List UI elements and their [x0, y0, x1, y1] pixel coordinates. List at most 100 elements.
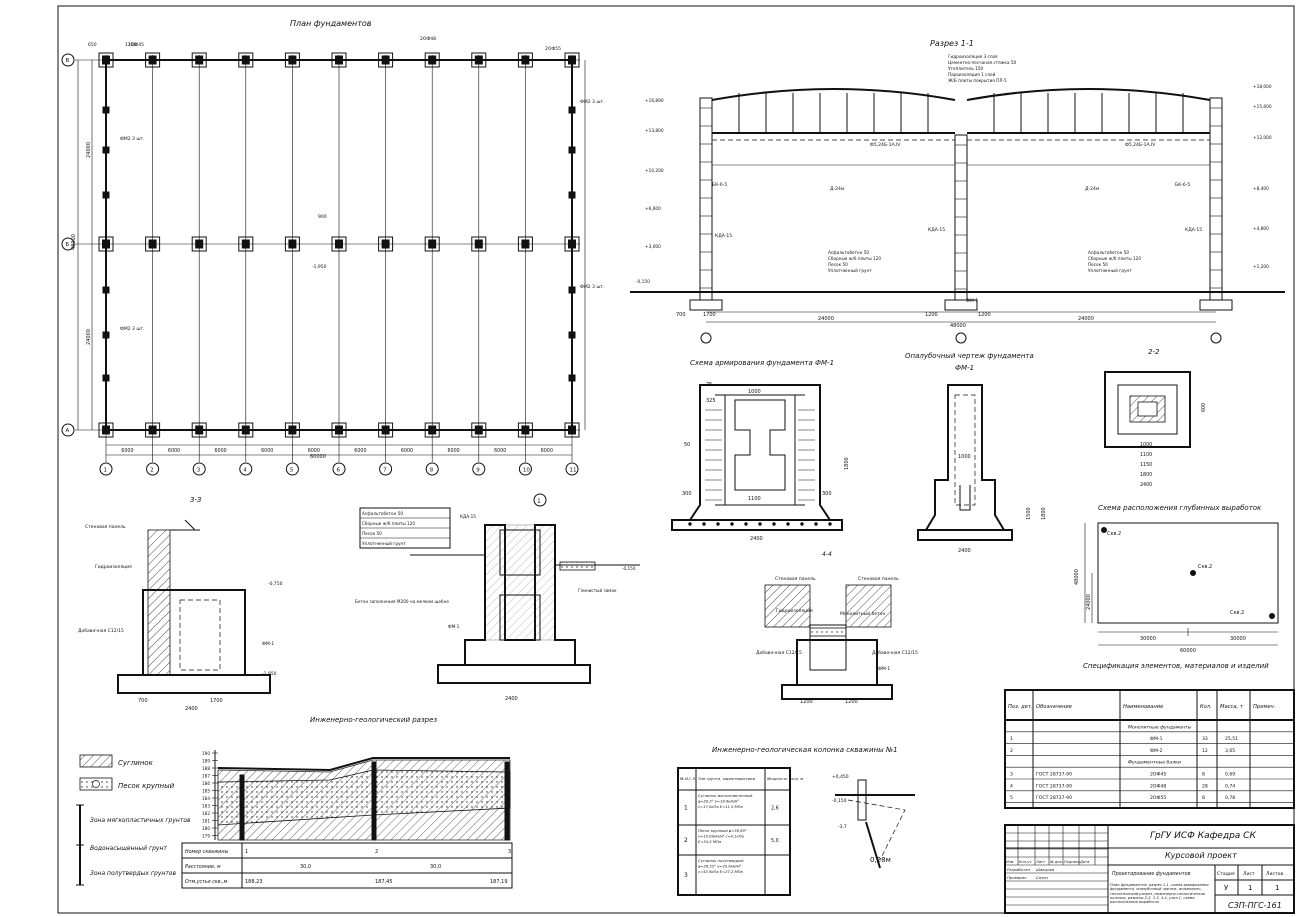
reinf-dim-300-left: 300 — [682, 491, 692, 497]
stamp-content: План фундаментов, разрез 1-1, схема арми… — [1110, 883, 1209, 905]
mark-left-4: +6,600 — [645, 206, 661, 212]
plan-span-label: 6000 — [354, 448, 366, 454]
plan-half-width-top: 24000 — [86, 142, 92, 158]
section-foundation — [944, 299, 978, 311]
span-label-left: Д-24м — [830, 186, 844, 192]
truss-label-right: Ф5,24Б-1А.IV — [1125, 142, 1156, 148]
node-layer-2: Сборные ж/б плиты 120 — [362, 521, 415, 526]
plan-span-label: 6000 — [401, 448, 413, 454]
floor-layer-2-left: Сборные ж/б плиты 120 — [828, 256, 881, 261]
s22-dim-600: 600 — [1201, 403, 1207, 412]
plan-span-label: 6000 — [215, 448, 227, 454]
spec-header-cell: Обозначение — [1036, 704, 1072, 710]
borehole-3-label: Скв.2 — [1230, 610, 1244, 616]
plan-span-label: 6000 — [168, 448, 180, 454]
formwork-drawing: Опалубочный чертеж фундамента ФМ-1 2400 … — [905, 352, 1047, 554]
section-1-1: Разрез 1-1 Гидроизоляция 3 слоя Цементно… — [630, 39, 1285, 344]
spec-name: ФМ-1 — [1150, 736, 1163, 742]
geo-scale-label: 179 — [202, 833, 210, 838]
section-3-3-title: 3-3 — [190, 496, 201, 504]
mark-left-2: +13,800 — [645, 128, 664, 134]
sec-axis-bubble — [1210, 332, 1222, 344]
plan-axis-label: 11 — [570, 468, 577, 474]
beam-label-right: БК-6-5 — [1175, 182, 1190, 188]
geo-col-layer-number: 3 — [684, 872, 688, 879]
stamp-sheets: 1 — [1275, 884, 1279, 892]
node-dim-2400: 2400 — [505, 696, 518, 702]
borehole-dim-60000: 60000 — [1180, 648, 1196, 654]
plan-axis-bubble — [425, 462, 439, 476]
stamp-sheets-header: Листов — [1266, 871, 1283, 877]
spec-pos: 2 — [1010, 748, 1013, 754]
s44-additive-left: Добавочная С12/15 — [756, 650, 802, 656]
mark-right-1: +18,000 — [1253, 84, 1272, 90]
node-1: 1 Асфальтобетон 50 Сборные ж/б плиты 120… — [355, 493, 640, 702]
node-layer-4: Уплотненный грунт — [362, 541, 406, 546]
stamp-name: Шавцова — [1036, 867, 1055, 872]
sec-axis-bubble — [700, 332, 712, 344]
fm-label-mid: ФМ-1 — [966, 298, 978, 304]
geo-scale-label: 189 — [202, 758, 210, 763]
section-4-4-title: 4-4 — [822, 551, 832, 558]
spec-qty: 12 — [1202, 748, 1208, 754]
spec-pos: 1 — [1010, 736, 1013, 742]
geo-col-layer-number: 1 — [684, 805, 688, 812]
plan-axis-label: 1 — [104, 468, 108, 474]
geo-col-thickness: 5,0 — [771, 838, 779, 844]
geo-well-distance: 30,0 — [430, 864, 441, 870]
borehole-1-label: Скв.2 — [1107, 531, 1121, 537]
stamp-role: Разработал — [1007, 867, 1031, 872]
truss-top-chord — [966, 88, 1211, 101]
s33-fm1: ФМ-1 — [262, 641, 274, 647]
legend-sand: Песок крупный — [118, 782, 175, 790]
plan-note-elev: -1,950 — [312, 264, 327, 270]
spec-header-cell: Кол. — [1200, 704, 1212, 710]
legend-zone-soft: Зона мягкопластичных грунтов — [90, 817, 191, 824]
soil-legend: Суглинок Песок крупный Зона мягкопластич… — [76, 754, 191, 886]
reinf-title: Схема армирования фундамента ФМ-1 — [690, 359, 834, 367]
geo-col-mark-4: 0,28м — [870, 856, 891, 864]
borehole-dim-30000a: 30000 — [1140, 636, 1156, 642]
s22-dim-1100: 1100 — [1140, 452, 1152, 458]
section-2-2: 2-2 1000 1100 1150 1800 2400 600 — [1104, 348, 1207, 488]
plan-span-label: 6000 — [494, 448, 506, 454]
mark-right-6: +1,200 — [1253, 264, 1269, 270]
geo-col-layer-text: φ=26,55° γ=20,9кН/м³ — [698, 865, 742, 869]
spec-qty: 33 — [1202, 736, 1208, 742]
rebar-dot — [772, 522, 776, 526]
node-concrete: Бетон заполнения М200 на мелком щебне — [355, 599, 449, 604]
s44-monolith: Монолитный бетон — [840, 610, 886, 617]
spec-title: Спецификация элементов, материалов и изд… — [1083, 662, 1269, 670]
plan-axis-bubble — [99, 462, 113, 476]
plan-axis-label: 6 — [337, 468, 341, 474]
plan-axis-label: 3 — [197, 468, 201, 474]
mark-left-3: +10,200 — [645, 168, 664, 174]
reinf-dim-75: 75 — [706, 382, 712, 388]
s44-additive-right: Добавочная С12/15 — [872, 650, 918, 656]
plan-span-label: 6000 — [121, 448, 133, 454]
spec-qty: 28 — [1202, 783, 1208, 789]
formwork-dim-2400: 2400 — [958, 548, 971, 554]
s44-fm1: ФМ-1 — [878, 666, 890, 672]
geo-col-mark-3: -3,7 — [838, 824, 847, 830]
geo-well-number: 3 — [508, 849, 511, 855]
plan-axis-bubble — [285, 462, 299, 476]
geo-table-frame — [181, 842, 513, 889]
plan-axis-bubble — [518, 462, 532, 476]
spec-name: 2ОФ45 — [1150, 772, 1166, 778]
geo-col-layer-text: φ=20,5° γ=18,9кН/м³ — [698, 800, 739, 804]
stamp-col-header: Изм. — [1006, 860, 1014, 864]
floor-layer-2-right: Сборные ж/б плиты 120 — [1088, 256, 1141, 261]
plan-axis-bubble — [565, 462, 579, 476]
geo-scale-label: 183 — [202, 803, 210, 808]
rebar-dot — [716, 522, 720, 526]
plan-axis-label: 9 — [476, 468, 480, 474]
plan-axis-bubble — [379, 462, 393, 476]
boreholes-title: Схема расположения глубинных выработок — [1098, 504, 1262, 512]
s22-dim-2400: 2400 — [1140, 482, 1152, 488]
spec-mass: 25,51 — [1225, 736, 1238, 742]
borehole-dim-30000b: 30000 — [1230, 636, 1246, 642]
rebar-dot — [730, 522, 734, 526]
geo-well-distance: 30,0 — [300, 864, 311, 870]
floor-layer-4-left: Уплотненный грунт — [828, 268, 872, 273]
